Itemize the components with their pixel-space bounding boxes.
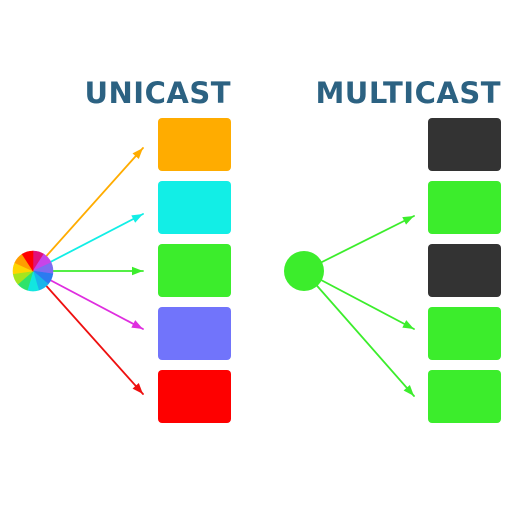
unicast-arrow xyxy=(32,147,144,272)
multicast-panel xyxy=(284,118,501,423)
unicast-receiver-box xyxy=(158,118,231,171)
multicast-receiver-box xyxy=(428,181,501,234)
unicast-arrow xyxy=(32,213,144,272)
unicast-title: UNICAST xyxy=(84,76,231,110)
multicast-arrow xyxy=(303,215,415,272)
unicast-receiver-box xyxy=(158,307,231,360)
multicast-arrow xyxy=(303,270,415,397)
unicast-arrow xyxy=(32,270,144,330)
unicast-source xyxy=(12,250,54,292)
multicast-receiver-box xyxy=(428,307,501,360)
multicast-receiver-box xyxy=(428,370,501,423)
unicast-arrow xyxy=(32,270,144,395)
unicast-receiver-box xyxy=(158,370,231,423)
multicast-receiver-box xyxy=(428,118,501,171)
unicast-panel xyxy=(12,118,231,423)
multicast-title: MULTICAST xyxy=(315,76,501,110)
unicast-receiver-box xyxy=(158,181,231,234)
multicast-arrow xyxy=(303,270,415,330)
multicast-source xyxy=(284,251,324,291)
unicast-receiver-box xyxy=(158,244,231,297)
multicast-receiver-box xyxy=(428,244,501,297)
